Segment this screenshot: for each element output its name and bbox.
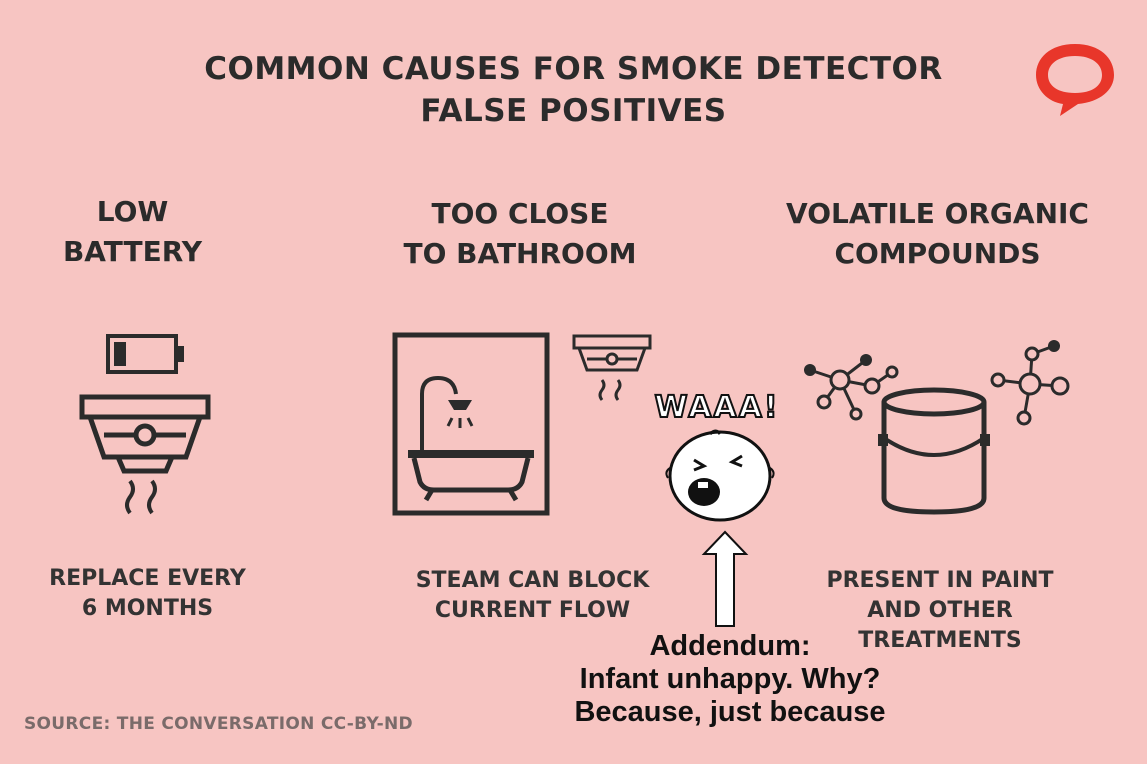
heading-line: VOLATILE ORGANIC: [786, 197, 1089, 230]
conversation-logo-icon: [1036, 44, 1114, 116]
heading-too-close-bathroom: TOO CLOSE TO BATHROOM: [370, 194, 670, 274]
addendum-text: Addendum: Infant unhappy. Why? Because, …: [540, 630, 920, 729]
heading-line: LOW: [96, 195, 169, 228]
heading-line: COMPOUNDS: [834, 237, 1041, 270]
caption-line: REPLACE EVERY: [49, 566, 246, 591]
title-line-1: COMMON CAUSES FOR SMOKE DETECTOR: [204, 51, 943, 87]
addendum-line: Addendum:: [649, 630, 811, 662]
heading-line: BATTERY: [62, 235, 203, 268]
title-line-2: FALSE POSITIVES: [420, 93, 727, 129]
bathtub-shower-icon: [392, 332, 550, 516]
paint-can-icon: [878, 387, 990, 515]
source-credit: SOURCE: THE CONVERSATION CC-BY-ND: [24, 714, 413, 734]
smoke-detector-icon: [79, 394, 211, 515]
caption-line: TREATMENTS: [858, 628, 1022, 653]
molecule-icon: [804, 354, 899, 421]
caption-line: PRESENT IN PAINT: [826, 568, 1054, 593]
small-smoke-detector-icon: [572, 334, 652, 401]
caption-line: 6 MONTHS: [81, 596, 214, 621]
caption-bathroom: STEAM CAN BLOCK CURRENT FLOW: [385, 566, 680, 626]
battery-icon: [106, 334, 184, 374]
heading-low-battery: LOW BATTERY: [40, 192, 225, 272]
caption-line: AND OTHER: [867, 598, 1013, 623]
arrow-up-icon: [701, 530, 749, 627]
crying-baby-icon: [665, 429, 775, 522]
caption-line: CURRENT FLOW: [434, 598, 631, 623]
heading-voc: VOLATILE ORGANIC COMPOUNDS: [745, 194, 1130, 274]
heading-line: TOO CLOSE: [431, 197, 609, 230]
addendum-line: Because, just because: [574, 696, 886, 728]
baby-shout-text: WAAA!: [653, 389, 780, 426]
caption-line: STEAM CAN BLOCK: [415, 568, 650, 593]
page-title: COMMON CAUSES FOR SMOKE DETECTOR FALSE P…: [0, 48, 1147, 132]
molecule-icon: [990, 340, 1070, 426]
addendum-line: Infant unhappy. Why?: [579, 663, 881, 695]
caption-low-battery: REPLACE EVERY 6 MONTHS: [20, 564, 275, 624]
caption-voc: PRESENT IN PAINT AND OTHER TREATMENTS: [790, 566, 1090, 656]
heading-line: TO BATHROOM: [403, 237, 637, 270]
